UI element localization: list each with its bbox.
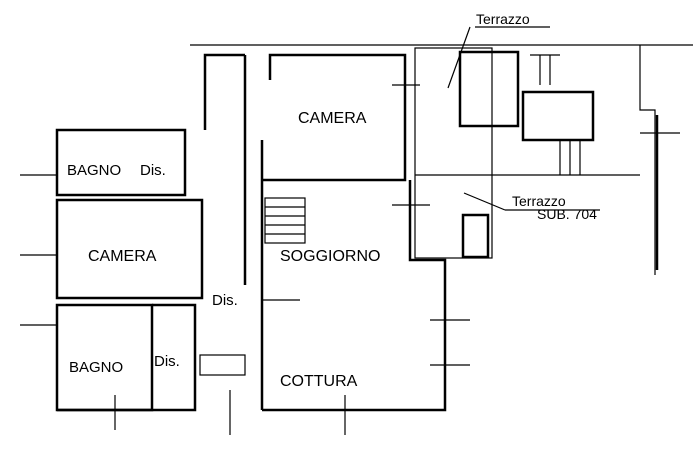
- label-bagno-bottom: BAGNO: [69, 359, 123, 376]
- stairs: [264, 197, 306, 244]
- label-terrazzo-top: Terrazzo: [476, 11, 530, 27]
- label-camera-left: CAMERA: [88, 248, 157, 265]
- label-dis-top: Dis.: [140, 162, 166, 179]
- label-sub-number: SUB. 704: [537, 206, 597, 222]
- label-terrazzo-sub: Terrazzo: [512, 193, 566, 209]
- label-camera-top: CAMERA: [298, 110, 367, 127]
- walls: [20, 26, 693, 435]
- label-cottura: COTTURA: [280, 373, 358, 390]
- label-dis-mid: Dis.: [212, 292, 238, 309]
- label-dis-bottom: Dis.: [154, 353, 180, 370]
- label-soggiorno: SOGGIORNO: [280, 248, 380, 265]
- label-bagno-top: BAGNO: [67, 162, 121, 179]
